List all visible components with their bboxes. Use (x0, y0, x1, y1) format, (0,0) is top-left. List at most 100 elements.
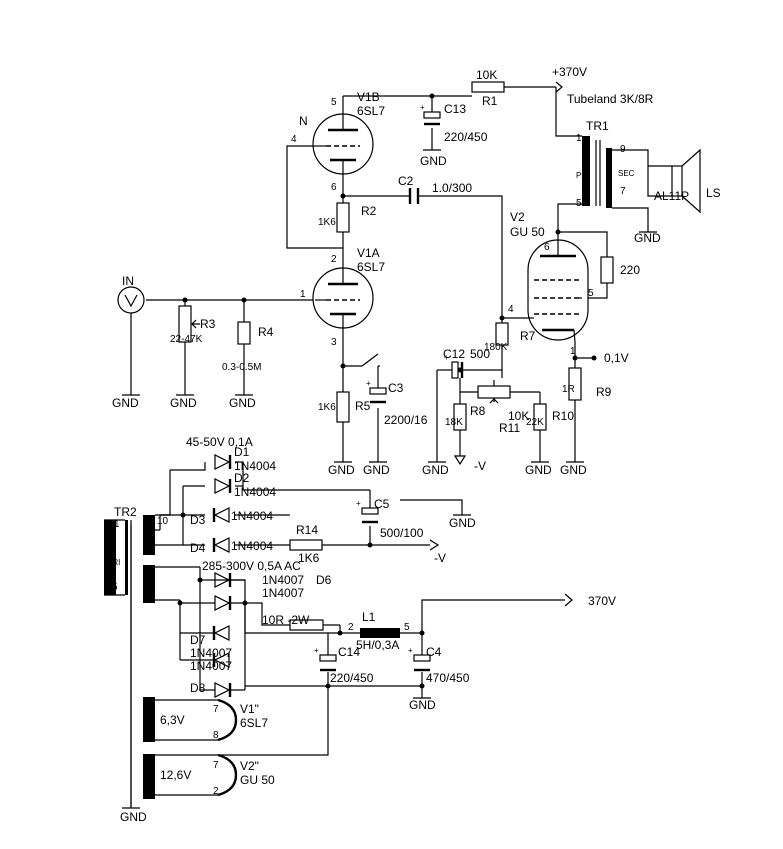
label-d9-type: 1N4007 (190, 659, 232, 673)
label-pin5-v1b: 5 (331, 97, 337, 108)
label-v2h-name: V2" (240, 759, 259, 773)
label-gnd-r4: GND (229, 396, 256, 410)
label-r11-value: 10K (508, 409, 529, 423)
svg-text:+: + (420, 103, 425, 112)
label-pin1-tr2: 1 (114, 519, 120, 530)
d4-diode (212, 537, 230, 553)
capacitors: + + + + + + (314, 103, 464, 672)
label-sec-tr1: SEC (618, 169, 635, 178)
label-tr1-name: TR1 (586, 119, 609, 133)
label-c14-value: 220/450 (330, 671, 374, 685)
svg-text:+: + (356, 499, 361, 508)
label-d1-type: 1N4004 (234, 459, 276, 473)
label-pin5-tr2: 5 (112, 582, 118, 593)
label-pin4-v1b: 4 (291, 134, 297, 145)
label-r10-value: 22K (526, 417, 544, 428)
label-r5-name: R5 (355, 399, 371, 413)
diodes (212, 454, 245, 698)
label-r8-value: 18K (445, 417, 463, 428)
label-d5-type: 1N4007 (262, 573, 304, 587)
label-gnd-c13: GND (420, 154, 447, 168)
ground-symbols (122, 149, 657, 809)
label-pin7-v2h: 7 (213, 760, 219, 771)
r14-resistor (289, 539, 323, 551)
label-c13-value: 220/450 (444, 130, 488, 144)
d3-diode (212, 507, 230, 523)
label-v2h-type: GU 50 (240, 773, 275, 787)
label-v370: 370V (588, 594, 616, 608)
label-pin2-v2h: 2 (213, 786, 219, 797)
r220-resistor (600, 256, 614, 284)
label-minus-v-top: -V (474, 459, 486, 473)
r10-resistor (533, 403, 547, 431)
c12-capacitor: + (444, 353, 464, 379)
label-pin2-l1: 2 (348, 622, 354, 633)
label-c5-name: C5 (374, 497, 390, 511)
label-r14-name: R14 (296, 523, 318, 537)
label-gnd-c12: GND (422, 463, 449, 477)
c3-capacitor: + (366, 379, 387, 404)
r8-resistor (453, 403, 467, 431)
label-h126: 12,6V (160, 768, 191, 782)
label-c4-value: 470/450 (426, 671, 470, 685)
svg-text:+: + (444, 353, 449, 362)
label-gnd-tr1: GND (634, 231, 661, 245)
junction-dots (177, 93, 597, 689)
label-in: IN (122, 274, 134, 288)
label-d1: D1 (234, 445, 250, 459)
label-v1a-type: 6SL7 (357, 260, 385, 274)
label-al11p: AL11P (654, 189, 689, 203)
label-v1b-name: V1B (357, 90, 380, 104)
label-hv-bias: 45-50V 0,1A (186, 435, 253, 449)
r10r-resistor (289, 619, 324, 631)
c13-capacitor: + (420, 103, 441, 126)
heater-v2 (217, 753, 238, 797)
label-r10-name: R10 (552, 409, 574, 423)
label-tubeland: Tubeland 3K/8R (567, 92, 654, 106)
label-c2-value: 1.0/300 (432, 181, 472, 195)
label-d2-type: 1N4004 (234, 485, 276, 499)
label-r9-value: 1R (562, 384, 575, 395)
label-l1-value: 5H/0,3A (356, 638, 399, 652)
label-v1h-type: 6SL7 (240, 716, 268, 730)
label-r5-value: 1K6 (318, 402, 336, 413)
svg-text:+: + (366, 379, 371, 388)
label-v1h-name: V1" (240, 702, 259, 716)
label-pin5-tr1: 5 (576, 198, 582, 209)
svg-text:+: + (314, 646, 319, 655)
c2-capacitor (408, 188, 420, 204)
r11-potentiometer (477, 385, 511, 399)
label-v2-type: GU 50 (510, 225, 545, 239)
label-l1-name: L1 (362, 610, 376, 624)
label-r220: 220 (620, 263, 640, 277)
label-d4-type: 1N4004 (231, 539, 273, 553)
label-r1-name: R1 (482, 94, 498, 108)
r2-resistor (336, 202, 350, 233)
label-r3-value: 22-47K (170, 334, 203, 345)
label-c5-value: 500/100 (380, 526, 424, 540)
label-r7-name: R7 (520, 329, 536, 343)
label-pri-tr2: PRI (107, 558, 120, 567)
label-r1-value: 10K (476, 68, 497, 82)
label-v1b-type: 6SL7 (357, 104, 385, 118)
svg-text:+: + (408, 646, 413, 655)
label-d6: D6 (316, 573, 332, 587)
label-pin6-v2: 6 (544, 242, 550, 253)
label-r14-value: 1K6 (298, 551, 320, 565)
label-hv-ac: 285-300V 0,5A AC (202, 559, 301, 573)
label-d3-type: 1N4004 (231, 509, 273, 523)
label-plus370v: +370V (552, 65, 587, 79)
label-d7-type: 1N4007 (190, 646, 232, 660)
v1a-tube (312, 267, 374, 329)
label-v2-name: V2 (510, 210, 525, 224)
label-r4-value: 0.3-0.5M (222, 362, 261, 373)
label-d6-type: 1N4007 (262, 586, 304, 600)
label-c3-name: C3 (388, 381, 404, 395)
label-c12-name: C12 (443, 347, 465, 361)
label-h63: 6,3V (160, 713, 185, 727)
label-r7-value: 180K (484, 342, 508, 353)
label-r4-name: R4 (258, 325, 274, 339)
label-pin9: 9 (620, 144, 626, 155)
label-c12-value: 500 (470, 347, 490, 361)
